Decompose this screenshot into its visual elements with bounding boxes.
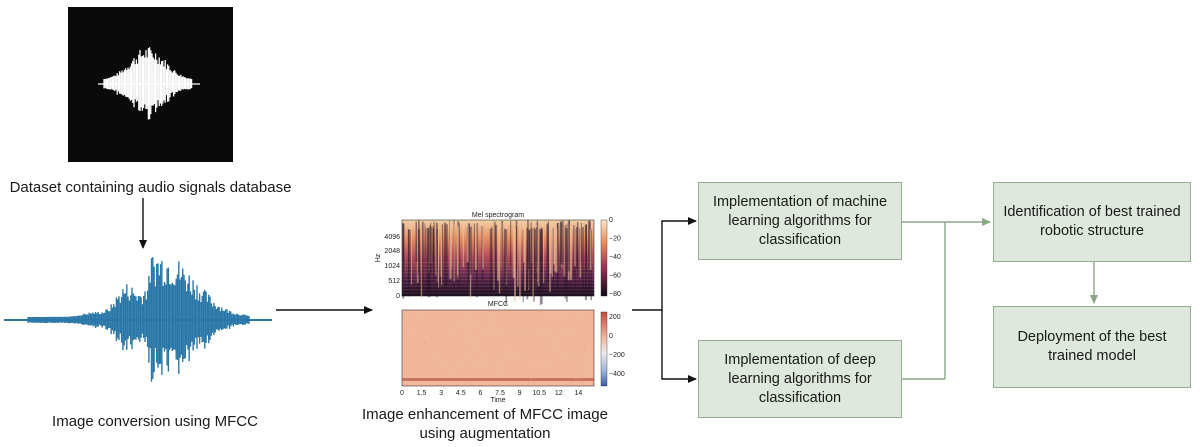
mel-colorbar-tick: −20 xyxy=(609,236,621,243)
mel-colorbar-tick: 0 xyxy=(609,217,613,224)
x-tick: 9 xyxy=(518,390,522,397)
enhancement-caption-line2: using augmentation xyxy=(419,425,551,442)
mel-colorbar-tick: −40 xyxy=(609,254,621,261)
x-tick: 6 xyxy=(478,390,482,397)
merge-connector xyxy=(901,218,1098,380)
mel-spectrogram-plot: Mel spectrogram 4096 2048 1024 512 0 0 −20 −40… xyxy=(375,212,621,306)
x-tick: 12 xyxy=(555,390,563,397)
mel-colorbar xyxy=(600,219,608,297)
mfcc-title: MFCC xyxy=(488,301,508,308)
enhancement-caption: Image enhancement of MFCC image using au… xyxy=(360,405,610,443)
mel-y-axis-label: Hz xyxy=(375,253,382,262)
mfcc-colorbar xyxy=(600,311,608,387)
deployment-box: Deployment of the best trained model xyxy=(993,306,1191,388)
x-tick: 0 xyxy=(400,390,404,397)
audio-wave-icon xyxy=(98,47,200,120)
mfcc-colorbar-tick: 0 xyxy=(609,333,613,340)
mfcc-colorbar-tick: −400 xyxy=(609,371,625,378)
mfcc-colorbar-tick: −200 xyxy=(609,352,625,359)
mel-ytick: 0 xyxy=(396,293,400,300)
mel-ytick: 512 xyxy=(388,278,400,285)
best-structure-box: Identification of best trained robotic s… xyxy=(993,182,1191,262)
x-tick: 7.5 xyxy=(495,390,505,397)
ml-algorithms-box: Implementation of machine learning algor… xyxy=(698,182,902,260)
x-tick: 1.5 xyxy=(417,390,427,397)
x-tick: 14 xyxy=(575,390,583,397)
mel-title: Mel spectrogram xyxy=(472,212,524,219)
x-tick: 3 xyxy=(439,390,443,397)
x-tick: 4.5 xyxy=(456,390,466,397)
mel-ytick: 2048 xyxy=(384,248,400,255)
conversion-caption: Image conversion using MFCC xyxy=(52,413,258,430)
audio-signal-icon-tile xyxy=(68,7,233,162)
split-connector xyxy=(632,217,697,383)
dl-algorithms-box: Implementation of deep learning algorith… xyxy=(698,340,902,418)
x-tick: 10.5 xyxy=(532,390,546,397)
audio-waveform xyxy=(27,257,250,382)
mel-colorbar-tick: −60 xyxy=(609,273,621,280)
dataset-caption: Dataset containing audio signals databas… xyxy=(9,179,292,196)
x-axis-label: Time xyxy=(490,397,505,404)
mel-colorbar-tick: −80 xyxy=(609,291,621,298)
mel-ytick: 4096 xyxy=(384,234,400,241)
mfcc-colorbar-tick: 200 xyxy=(609,314,621,321)
enhancement-caption-line1: Image enhancement of MFCC image xyxy=(362,406,608,423)
mel-ytick: 1024 xyxy=(384,263,400,270)
